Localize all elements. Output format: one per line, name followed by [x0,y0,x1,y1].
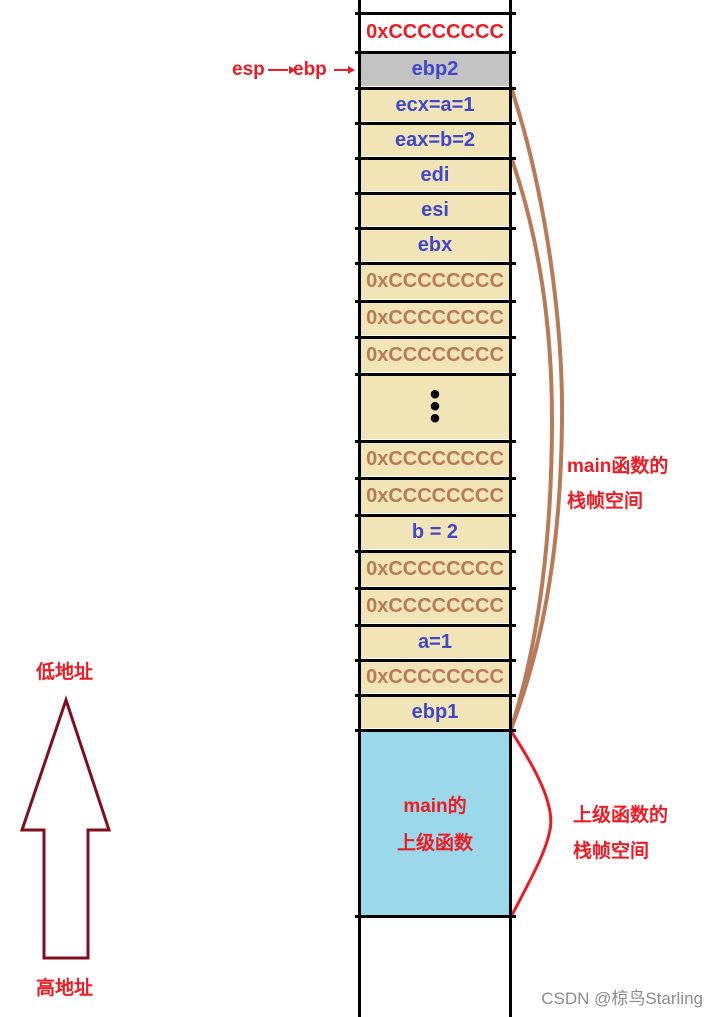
stack-divider [355,477,516,480]
caller-function-block: main的 上级函数 [361,731,509,915]
stack-divider [355,157,516,160]
caller-frame-label-line1: 上级函数的 [573,805,669,826]
stack-cell: ecx=a=1 [361,89,509,121]
high-address-label: 高地址 [36,978,94,999]
main-frame-brace-inner [509,156,555,730]
stack-cell: eax=b=2 [361,124,509,156]
stack-cell: ebp2 [361,53,509,86]
stack-divider [355,624,516,627]
esp-label: esp [232,59,265,80]
main-frame-label-line1: main函数的 [567,456,669,477]
stack-right-rail [509,0,512,1017]
stack-cell: 0xCCCCCCCC [361,442,509,476]
stack-divider [355,729,516,732]
stack-cell: 0xCCCCCCCC [361,479,509,513]
stack-divider [355,373,516,376]
stack-cell: ebx [361,229,509,261]
stack-divider [355,550,516,553]
stack-divider [355,659,516,662]
stack-cell: esi [361,194,509,226]
caller-block-line1: main的 [403,796,467,817]
stack-cell: 0xCCCCCCCC [361,338,509,372]
up-arrow-icon [19,695,112,960]
stack-divider [355,300,516,303]
stack-cell: edi [361,159,509,191]
stack-divider [355,192,516,195]
ebp-label: ebp [293,59,327,80]
stack-cell: a=1 [361,626,509,658]
low-address-label: 低地址 [36,662,94,683]
stack-cell: b = 2 [361,516,509,549]
stack-cell: ••• [361,375,509,439]
stack-divider [355,262,516,265]
stack-divider [355,51,516,54]
stack-cell: 0xCCCCCCCC [361,589,509,623]
caller-block-line2: 上级函数 [396,833,473,854]
stack-cell: 0xCCCCCCCC [361,14,509,50]
stack-divider [355,694,516,697]
caller-frame-label-line2: 栈帧空间 [573,841,650,862]
ebp-arrow-icon [334,66,355,74]
stack-divider [355,336,516,339]
stack-divider [355,12,516,15]
stack-divider [355,227,516,230]
stack-cell: ebp1 [361,696,509,728]
stack-divider [355,514,516,517]
stack-cell: 0xCCCCCCCC [361,264,509,299]
esp-arrow-icon [268,66,296,74]
stack-cell: 0xCCCCCCCC [361,552,509,586]
main-frame-brace [509,86,565,730]
stack-cell: 0xCCCCCCCC [361,302,509,335]
stack-divider [355,915,516,918]
caller-frame-brace [509,730,553,918]
main-frame-label-line2: 栈帧空间 [567,491,644,512]
stack-cell: 0xCCCCCCCC [361,661,509,693]
stack-divider [355,87,516,90]
stack-divider [355,587,516,590]
stack-divider [355,122,516,125]
watermark: CSDN @椋鸟Starling [541,989,703,1008]
stack-divider [355,440,516,443]
stack-cell-partial [361,0,509,10]
stack-left-rail [358,0,361,1017]
